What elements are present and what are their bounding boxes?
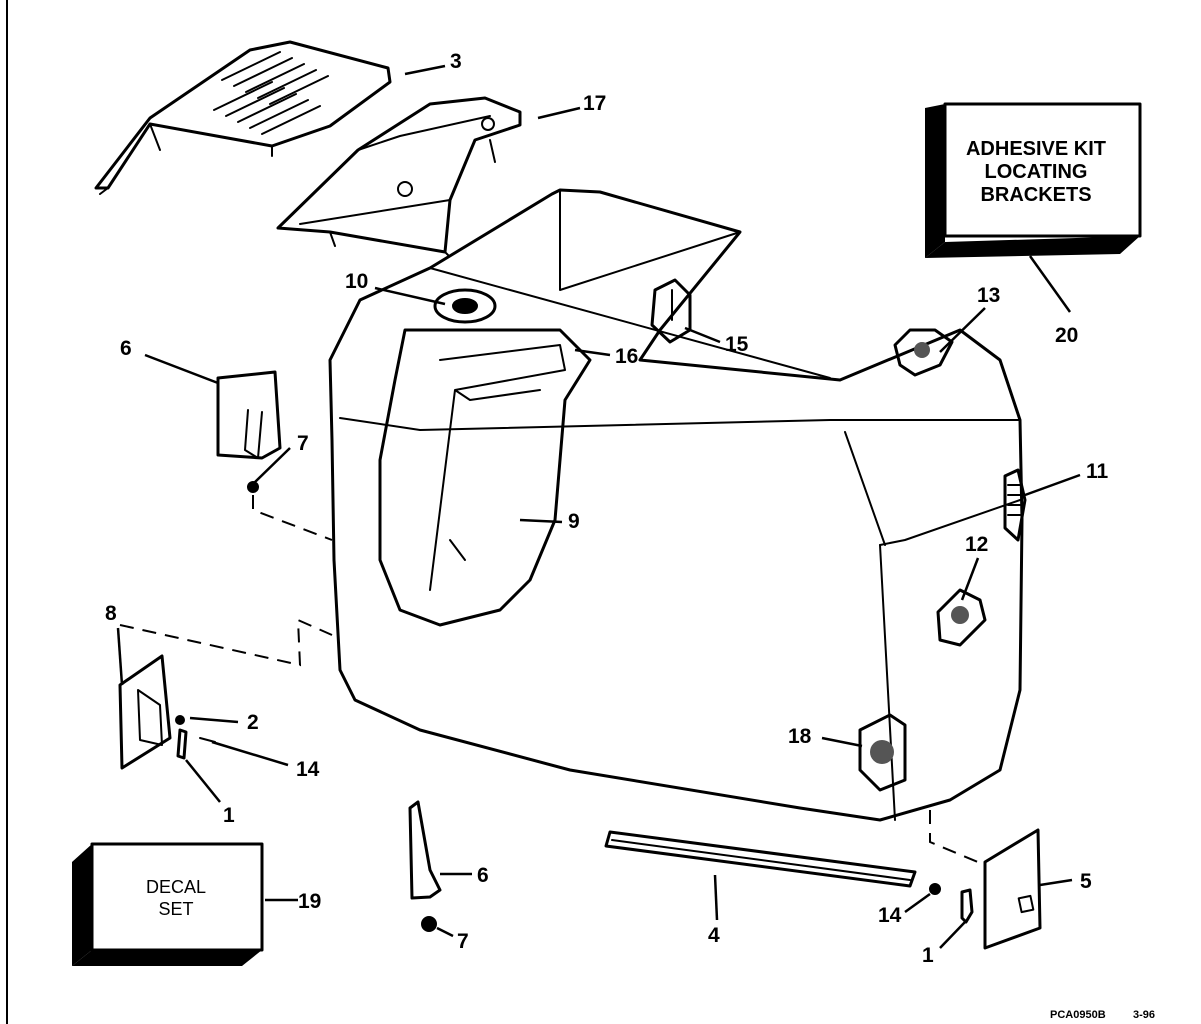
callout-6-lower: 6 bbox=[477, 864, 489, 887]
callout-15: 15 bbox=[725, 333, 749, 356]
callout-1-right: 1 bbox=[922, 944, 934, 967]
cowl-body bbox=[328, 188, 1024, 822]
figure-date: 3-96 bbox=[1133, 1009, 1155, 1021]
callout-3: 3 bbox=[450, 50, 462, 73]
callout-10: 10 bbox=[345, 270, 368, 293]
callout-20: 20 bbox=[1055, 324, 1078, 347]
callout-16: 16 bbox=[615, 345, 638, 368]
adhesive-line-2: LOCATING bbox=[985, 161, 1088, 183]
part-8-bracket bbox=[118, 654, 172, 770]
callout-11: 11 bbox=[1086, 460, 1109, 483]
part-1-clip-left bbox=[176, 728, 188, 760]
adhesive-line-3: BRACKETS bbox=[980, 184, 1091, 206]
adhesive-kit-box bbox=[925, 102, 1142, 258]
callout-13: 13 bbox=[977, 284, 1000, 307]
part-11-vent bbox=[1003, 468, 1027, 542]
callout-8: 8 bbox=[105, 602, 117, 625]
part-18-patch bbox=[858, 713, 907, 792]
callout-2: 2 bbox=[247, 711, 259, 734]
part-12-patch bbox=[936, 588, 987, 647]
part-3-grille bbox=[94, 40, 392, 195]
part-1-clip-right bbox=[960, 888, 974, 924]
part-7-upper-screw bbox=[247, 481, 259, 493]
assembly-guides bbox=[119, 495, 986, 866]
part-5-plate bbox=[983, 828, 1042, 950]
callout-9: 9 bbox=[568, 510, 580, 533]
callout-7-upper: 7 bbox=[297, 432, 309, 455]
part-2-clip bbox=[175, 715, 185, 725]
decal-line-1: DECAL bbox=[146, 877, 206, 897]
part-7-lower-screw bbox=[421, 916, 437, 932]
part-4-rail bbox=[604, 830, 917, 888]
decal-set-box bbox=[72, 842, 264, 966]
adhesive-line-1: ADHESIVE KIT bbox=[966, 138, 1106, 160]
part-6-upper-bracket bbox=[216, 370, 282, 460]
callout-5: 5 bbox=[1080, 870, 1092, 893]
callout-14-left: 14 bbox=[296, 758, 320, 781]
callout-19: 19 bbox=[298, 890, 321, 913]
callout-4: 4 bbox=[708, 924, 720, 947]
callout-14-right: 14 bbox=[878, 904, 902, 927]
part-17-cover-plate bbox=[276, 96, 522, 256]
part-14-screw-right bbox=[929, 883, 941, 895]
callout-12: 12 bbox=[965, 533, 988, 556]
leader-lines bbox=[116, 64, 1081, 949]
callout-7-lower: 7 bbox=[457, 930, 469, 953]
figure-code: PCA0950B bbox=[1050, 1009, 1106, 1021]
callout-1-left: 1 bbox=[223, 804, 235, 827]
part-6-lower-bracket bbox=[408, 800, 442, 900]
callouts: 3 17 20 10 6 7 16 15 13 11 9 12 8 2 14 1… bbox=[105, 50, 1109, 967]
callout-18: 18 bbox=[788, 725, 812, 748]
callout-17: 17 bbox=[583, 92, 606, 115]
part-10-grommet bbox=[433, 288, 497, 324]
callout-6-upper: 6 bbox=[120, 337, 132, 360]
part-13-patch bbox=[893, 328, 954, 377]
decal-line-2: SET bbox=[158, 899, 193, 919]
